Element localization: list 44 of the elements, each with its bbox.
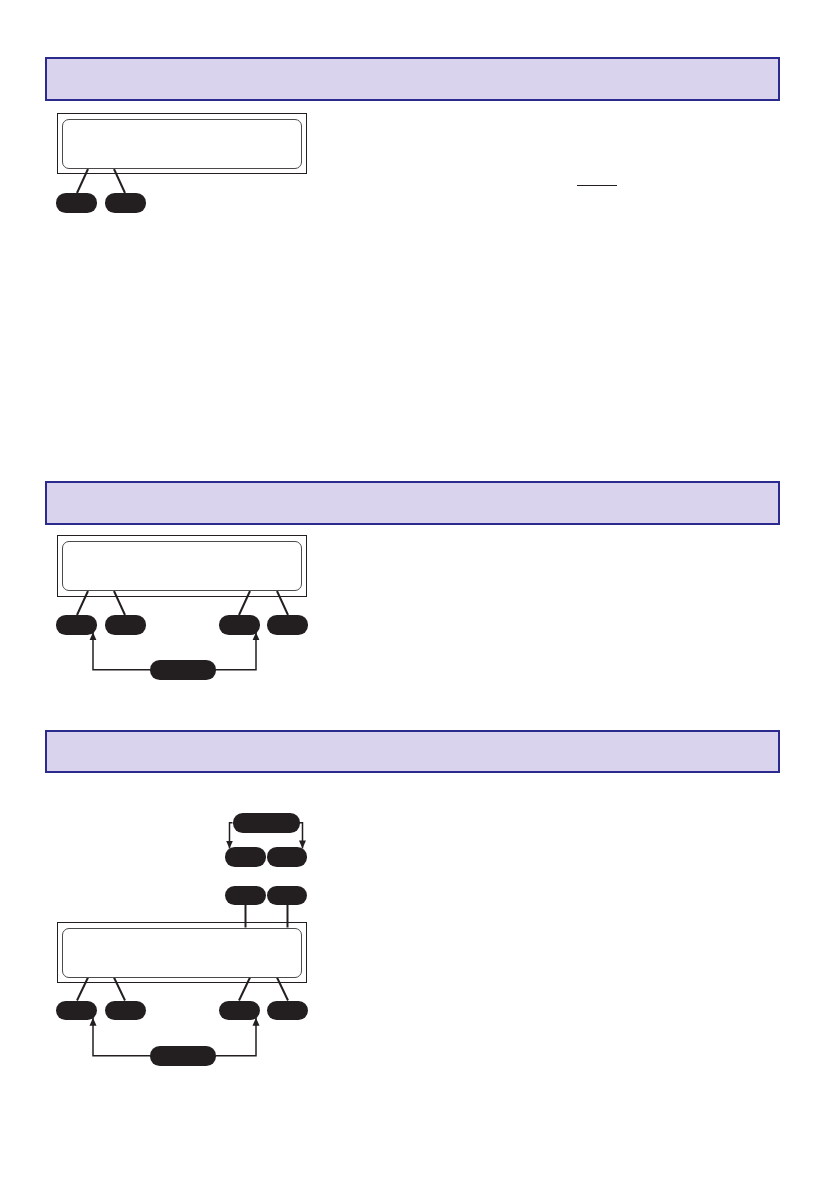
key-pill (225, 885, 266, 905)
key-pill (232, 813, 300, 833)
leader-line (76, 168, 89, 194)
leader-line (76, 976, 89, 1002)
leader-line (113, 976, 126, 1002)
header-band (45, 730, 780, 773)
leader-line (238, 976, 251, 1002)
key-pill (105, 615, 146, 635)
key-pill (105, 1000, 146, 1020)
arrow (89, 1017, 151, 1057)
key-pill (219, 1000, 260, 1020)
lcd-screen (62, 541, 302, 591)
display-frame (57, 113, 307, 174)
leader-line (238, 590, 251, 616)
leader-line (276, 590, 289, 616)
header-band (45, 481, 780, 525)
lcd-screen (62, 119, 302, 169)
key-pill (56, 193, 97, 213)
key-pill (56, 615, 97, 635)
display-frame (57, 921, 307, 983)
key-pill (266, 885, 308, 905)
lcd-screen (62, 927, 302, 978)
arrow (89, 631, 151, 671)
arrow (215, 631, 260, 671)
key-pill (150, 660, 216, 680)
key-pill (267, 615, 308, 635)
key-pill (225, 847, 266, 867)
leader-line (286, 904, 289, 929)
leader-line (113, 168, 126, 194)
arrow (215, 1017, 260, 1057)
arrow (226, 821, 234, 850)
key-pill (219, 615, 260, 635)
leader-line (113, 590, 126, 616)
leader-line (76, 590, 89, 616)
leader-line (244, 904, 247, 929)
leader-line (276, 976, 289, 1002)
key-pill (105, 193, 146, 213)
key-pill (150, 1046, 216, 1066)
display-frame (57, 535, 307, 597)
key-pill (267, 1000, 308, 1020)
header-band (45, 57, 780, 101)
key-pill (266, 847, 308, 867)
key-pill (56, 1000, 97, 1020)
arrow (298, 821, 306, 850)
